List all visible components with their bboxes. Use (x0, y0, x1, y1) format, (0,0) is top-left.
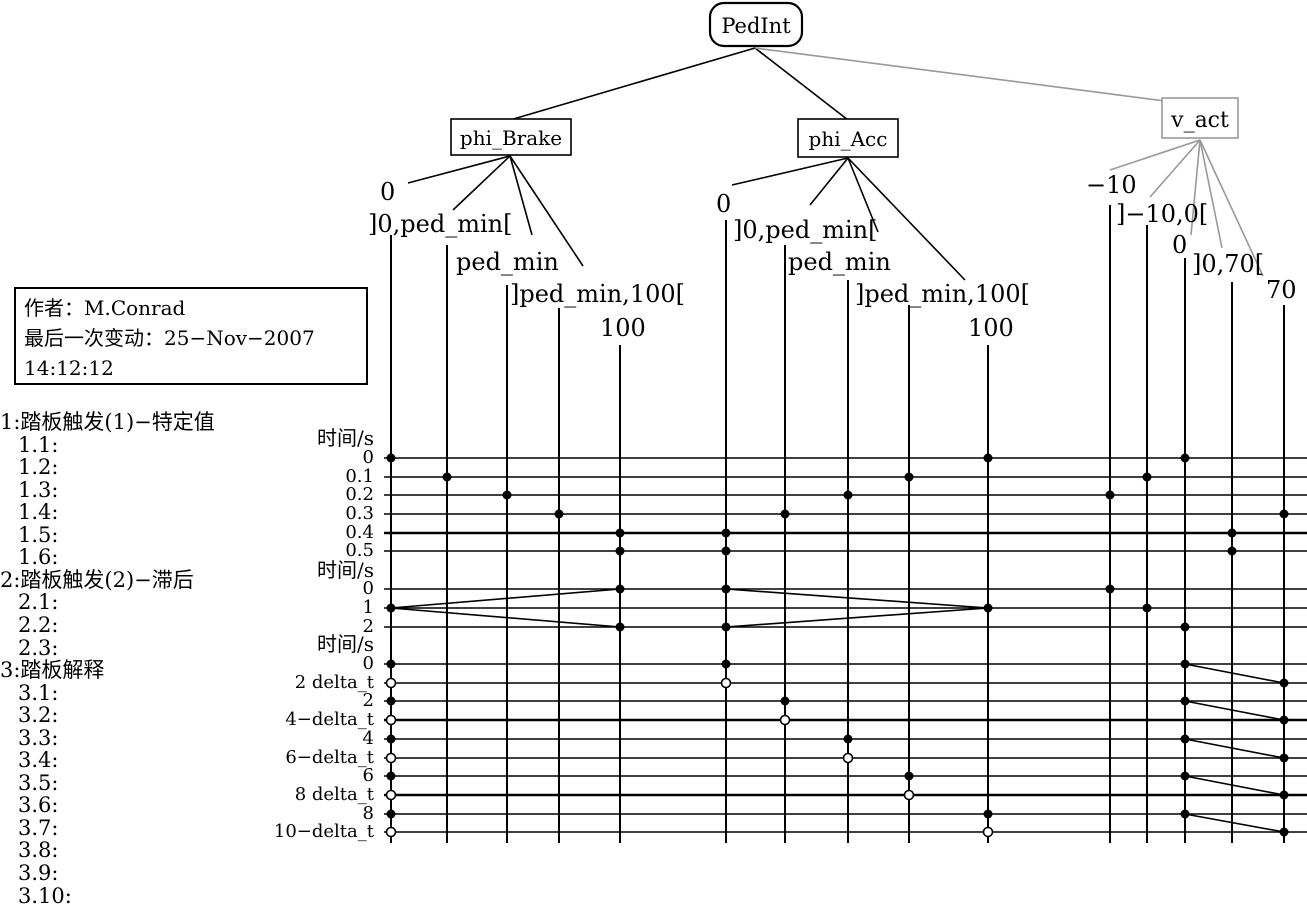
class-label: 100 (968, 314, 1014, 342)
edge-root-phi-brake (509, 47, 756, 121)
test-case-label: 2.3: (18, 635, 59, 660)
time-label: 0.4 (345, 522, 374, 543)
test-case-label: 3.8: (18, 838, 59, 863)
time-axis-label: 时间/s (317, 558, 374, 582)
classification-phi-acc-label: phi_Acc (809, 127, 888, 151)
time-label: 4−delta_t (285, 709, 374, 730)
time-label: 0 (363, 447, 374, 468)
time-axis-label: 时间/s (317, 632, 374, 656)
time-labels: 时间/s 0 0.1 0.2 0.3 0.4 0.5 时间/s 0 1 2 时间… (274, 426, 375, 842)
author-info-box: 作者：M.Conrad 最后一次变动：25−Nov−2007 14:12:12 (14, 287, 368, 385)
class-label: 0 (716, 190, 731, 218)
test-case-label: 1.6: (18, 545, 59, 570)
class-label: ]ped_min,100[ (855, 280, 1030, 308)
test-case-label: 1.2: (18, 455, 59, 480)
class-label: 70 (1266, 276, 1297, 304)
test-case-label: 3.5: (18, 770, 59, 795)
test-case-label: 1.1: (18, 432, 59, 457)
test-case-label: 2.2: (18, 612, 59, 637)
time-label: 0.5 (345, 540, 374, 561)
sequence-group-label: 1:踏板触发(1)−特定值 (0, 410, 215, 434)
time-label: 1 (363, 597, 374, 618)
author-text: 作者：M.Conrad (24, 296, 186, 320)
class-label: ped_min (788, 248, 891, 276)
class-label: ped_min (456, 248, 559, 276)
edge-root-v-act (754, 47, 1166, 102)
class-label: 100 (600, 314, 646, 342)
root-edges (509, 47, 1166, 121)
time-label: 0 (363, 653, 374, 674)
classification-phi-acc: phi_Acc (797, 118, 899, 158)
time-label: 2 (363, 616, 374, 637)
edge-root-phi-acc (754, 47, 849, 121)
class-label: 0 (1172, 231, 1187, 259)
classification-phi-brake-label: phi_Brake (460, 126, 562, 150)
class-label: ]−10,0[ (1116, 200, 1208, 228)
test-case-label: 2.1: (18, 590, 59, 615)
class-labels: 0 ]0,ped_min[ ped_min ]ped_min,100[ 100 … (368, 171, 1297, 342)
time-label: 0 (363, 578, 374, 599)
test-case-label: 3.2: (18, 703, 59, 728)
test-case-label: 1.5: (18, 522, 59, 547)
time-label: 8 delta_t (295, 784, 375, 805)
test-case-label: 3.4: (18, 748, 59, 773)
test-case-label: 3.6: (18, 793, 59, 818)
sequence-group-label: 3:踏板解释 (0, 658, 105, 683)
class-branches (407, 139, 1264, 281)
time-label: 2 delta_t (295, 672, 375, 693)
time-label: 0.3 (345, 503, 374, 524)
time-label: 6 (363, 765, 374, 786)
time-label: 0.1 (345, 466, 374, 487)
classification-phi-brake: phi_Brake (450, 118, 572, 156)
sequence-group-label: 2:踏板触发(2)−滞后 (0, 567, 194, 592)
classification-v-act-label: v_act (1170, 108, 1229, 133)
test-case-label: 3.7: (18, 815, 59, 840)
test-case-label: 3.10: (18, 883, 72, 908)
time-label: 4 (363, 728, 374, 749)
class-label: ]0,70[ (1192, 250, 1264, 278)
class-label: −10 (1086, 171, 1137, 199)
hollow-step-markers (385, 677, 994, 838)
test-case-label: 3.1: (18, 680, 59, 705)
time-label: 8 (363, 803, 374, 824)
classification-v-act: v_act (1161, 97, 1239, 139)
time-label: 0.2 (345, 484, 374, 505)
test-step-markers (386, 453, 1289, 837)
class-label: 0 (380, 178, 395, 206)
time-label: 10−delta_t (274, 821, 375, 842)
root-node-label: PedInt (721, 14, 791, 38)
test-case-label: 1.4: (18, 500, 59, 525)
last-change-text: 最后一次变动：25−Nov−2007 (24, 326, 315, 350)
test-case-label: 3.3: (18, 725, 59, 750)
class-label: ]0,ped_min[ (733, 216, 877, 244)
class-label: ]0,ped_min[ (368, 210, 512, 238)
test-case-label: 1.3: (18, 477, 59, 502)
sequence-lines (384, 457, 1307, 833)
change-time-text: 14:12:12 (24, 356, 114, 380)
time-axis-label: 时间/s (317, 426, 374, 450)
test-case-label: 3.9: (18, 861, 59, 885)
time-label: 6−delta_t (285, 747, 374, 768)
class-label: ]ped_min,100[ (510, 280, 685, 308)
root-node: PedInt (708, 1, 804, 48)
time-label: 2 (363, 690, 374, 711)
